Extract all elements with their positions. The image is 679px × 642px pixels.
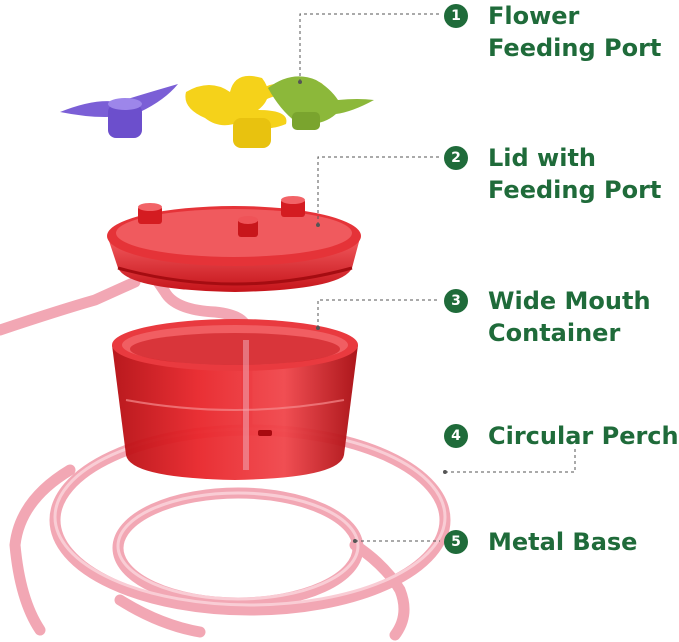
flower-purple <box>60 84 178 138</box>
callout-label-3: Wide Mouth Container <box>488 287 651 347</box>
callout-number-1: 1 <box>444 4 468 28</box>
callout-number-3: 3 <box>444 289 468 313</box>
leader-3 <box>317 299 440 328</box>
flower-green <box>268 76 374 130</box>
callout-metal-base: 5 Metal Base <box>444 526 637 558</box>
callout-label-4: Circular Perch <box>488 422 679 450</box>
callout-number-4: 4 <box>444 424 468 448</box>
lid-port-center <box>238 216 258 237</box>
leader-1 <box>299 13 440 82</box>
leader-4 <box>445 447 576 473</box>
callout-label-5: Metal Base <box>488 528 638 556</box>
lid-port-right <box>281 196 305 217</box>
base-leg-right <box>349 539 410 641</box>
callout-wide-mouth-container: 3 Wide Mouth Container <box>444 285 651 349</box>
callout-label-1: Flower Feeding Port <box>488 2 662 62</box>
leader-lines <box>298 13 576 543</box>
stand-arm <box>0 276 141 336</box>
callout-circular-perch: 4 Circular Perch <box>444 420 679 452</box>
base-leg-left <box>9 464 76 636</box>
callout-label-2: Lid with Feeding Port <box>488 144 662 204</box>
callout-lid-with-feeding-port: 2 Lid with Feeding Port <box>444 142 661 206</box>
wide-mouth-container <box>112 319 358 480</box>
callout-number-2: 2 <box>444 146 468 170</box>
lid-with-feeding-ports <box>107 196 361 292</box>
base-leg-front <box>114 594 206 638</box>
callout-number-5: 5 <box>444 530 468 554</box>
lid-port-left <box>138 203 162 224</box>
callout-flower-feeding-port: 1 Flower Feeding Port <box>444 0 661 64</box>
leader-2 <box>317 156 440 225</box>
